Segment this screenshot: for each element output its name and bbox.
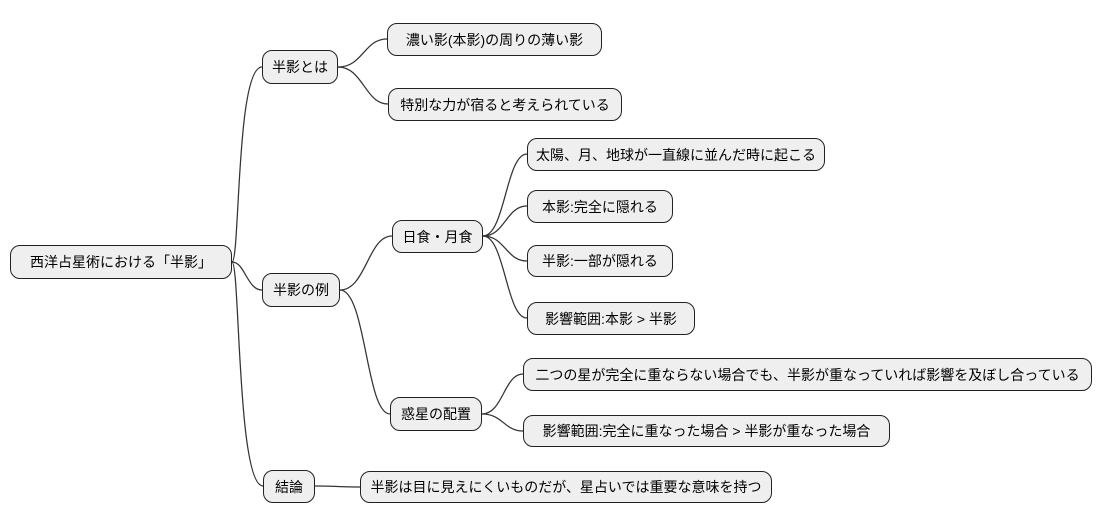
edge-eclipse-to-alignment	[482, 153, 528, 237]
node-eclipse-range: 影響範囲:本影 > 半影	[527, 302, 695, 335]
node-eclipse-penumbra: 半影:一部が隠れる	[527, 245, 673, 277]
edge-root-to-what-is-penumbra	[231, 66, 263, 263]
node-eclipse-umbra: 本影:完全に隠れる	[527, 190, 673, 223]
edge-examples-to-planet-positions	[339, 289, 391, 415]
node-what-is-penumbra: 半影とは	[262, 50, 338, 84]
edge-eclipse-to-penumbra	[482, 235, 528, 262]
node-eclipse: 日食・月食	[392, 220, 483, 253]
node-planet-range: 影響範囲:完全に重なった場合 > 半影が重なった場合	[523, 415, 890, 447]
edge-planets-to-range	[481, 413, 524, 432]
edge-conclusion-to-statement	[314, 485, 361, 488]
edge-eclipse-to-umbra	[482, 205, 528, 237]
node-planet-positions: 惑星の配置	[390, 397, 482, 431]
node-planet-overlap: 二つの星が完全に重ならない場合でも、半影が重なっていれば影響を及ぼし合っている	[523, 358, 1092, 391]
node-def-special-power: 特別な力が宿ると考えられている	[388, 88, 622, 121]
edge-examples-to-eclipse	[339, 235, 393, 291]
node-conclusion: 結論	[263, 470, 315, 503]
edge-eclipse-to-range	[482, 235, 528, 319]
node-def-thin-shadow: 濃い影(本影)の周りの薄い影	[387, 23, 602, 56]
node-eclipse-alignment: 太陽、月、地球が一直線に並んだ時に起こる	[527, 138, 825, 171]
node-root: 西洋占星術における「半影」	[10, 245, 232, 279]
node-conclusion-statement: 半影は目に見えにくいものだが、星占いでは重要な意味を持つ	[360, 471, 772, 503]
edge-what-is-to-special-power	[337, 66, 389, 105]
edge-root-to-examples	[231, 261, 263, 291]
node-examples: 半影の例	[262, 273, 340, 307]
edge-what-is-to-thin-shadow	[337, 38, 388, 68]
edge-planets-to-overlap	[481, 373, 524, 415]
edge-root-to-conclusion	[231, 261, 264, 487]
